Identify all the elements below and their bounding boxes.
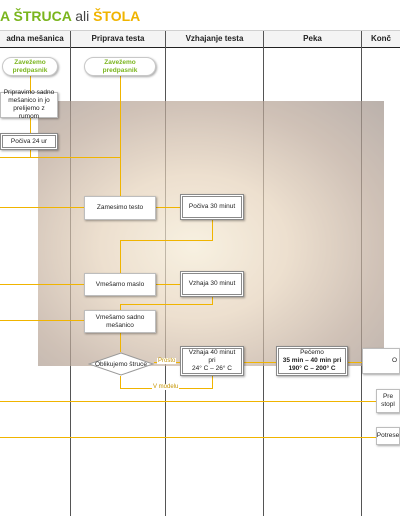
rise40-line1: Vzhaja 40 minut <box>188 349 236 357</box>
rise40-line2: pri <box>208 357 216 365</box>
connector <box>0 437 376 438</box>
rise-40min: Vzhaja 40 minut pri 24° C – 26° C <box>180 346 244 376</box>
rest-30min: Počiva 30 minut <box>180 194 244 220</box>
bake-line3: 190° C – 200° C <box>288 364 336 372</box>
bake-line2: 35 min – 40 min pri <box>282 357 342 365</box>
bake-line1: Pečemo <box>300 349 324 357</box>
connector <box>120 240 121 274</box>
finish-step-3: Potrese <box>376 427 400 445</box>
connector <box>120 304 121 311</box>
connector <box>212 296 213 304</box>
connector <box>30 149 31 157</box>
connector <box>30 118 31 135</box>
rise40-line3: 24° C – 26° C <box>192 364 232 372</box>
finish2-line1: Pre <box>382 393 394 401</box>
lane-header-finish: Konč <box>362 31 400 48</box>
finish2-line2: stopl <box>381 401 395 408</box>
title-ali: ali <box>75 8 90 24</box>
connector <box>0 207 84 208</box>
edge-label-mold: V modelu <box>152 384 180 390</box>
connector <box>120 304 213 305</box>
connector <box>0 320 84 321</box>
bake-step: Pečemo 35 min – 40 min pri 190° C – 200°… <box>276 346 348 376</box>
lane-header-bake: Peka <box>264 31 361 48</box>
lane-header-rise: Vzhajanje testa <box>166 31 263 48</box>
connector <box>212 375 213 388</box>
shape-decision-label: Oblikujemo štruce <box>94 360 148 368</box>
mix-fruit: Vmešamo sadno mešanico <box>84 310 156 333</box>
prepare-fruit-mix: Pripravimo sadno mešanico in jo prelijem… <box>0 89 58 120</box>
connector <box>0 157 120 158</box>
lane-header-mix: adna mešanica <box>0 31 70 48</box>
finish-step-1: O <box>362 348 400 374</box>
connector <box>120 76 121 196</box>
connector <box>212 220 213 240</box>
edge-label-free: Prosto <box>157 358 177 364</box>
connector <box>0 401 376 402</box>
rise-30min: Vzhaja 30 minut <box>180 271 244 297</box>
page-title: A ŠTRUCA ali ŠTOLA <box>0 8 140 24</box>
shape-decision <box>88 352 154 376</box>
connector <box>0 284 84 285</box>
knead-dough: Zamesimo testo <box>84 196 156 220</box>
apron-step-dough: Zavežemo predpasnik <box>84 57 156 76</box>
apron-step-mix: Zavežemo predpasnik <box>2 57 58 76</box>
connector <box>120 240 213 241</box>
mix-butter: Vmešamo maslo <box>84 273 156 296</box>
connector <box>120 376 121 388</box>
connector <box>348 362 362 363</box>
title-stola: ŠTOLA <box>93 8 141 24</box>
lane-header-dough: Priprava testa <box>71 31 165 48</box>
connector <box>120 333 121 352</box>
rest-24h: Počiva 24 ur <box>0 133 58 150</box>
title-bar: A ŠTRUCA ali ŠTOLA <box>0 0 400 31</box>
connector <box>156 284 180 285</box>
connector <box>244 362 276 363</box>
connector <box>156 207 180 208</box>
title-struca: A ŠTRUCA <box>0 8 72 24</box>
connector <box>30 76 31 92</box>
finish-step-2: Pre stopl <box>376 389 400 413</box>
